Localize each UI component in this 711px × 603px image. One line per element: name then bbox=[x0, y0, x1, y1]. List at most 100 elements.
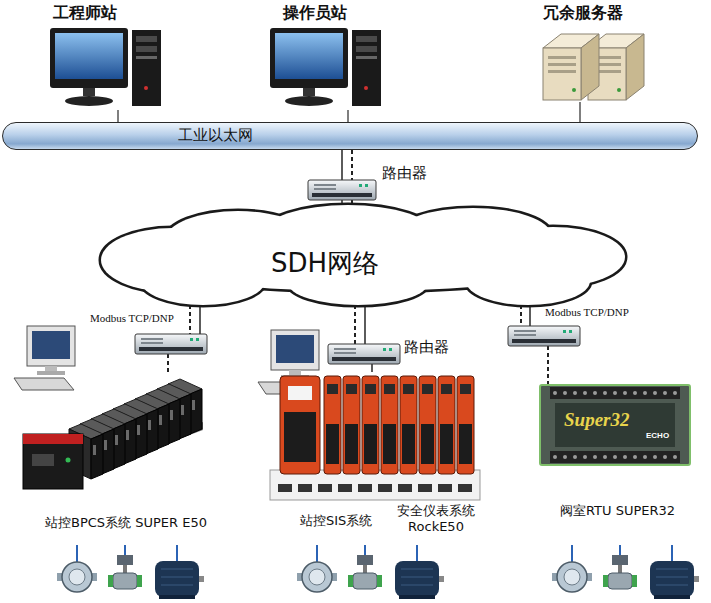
shape-circle bbox=[593, 455, 597, 459]
router-drawing bbox=[508, 326, 580, 346]
shape-circle bbox=[617, 88, 621, 92]
shape-circle bbox=[573, 391, 577, 395]
shape-rect bbox=[555, 403, 675, 447]
server-pair-drawing bbox=[543, 34, 644, 100]
router-label: 路由器 bbox=[382, 164, 427, 182]
shape-polygon bbox=[146, 409, 158, 454]
router-shape bbox=[508, 326, 580, 346]
shape-circle bbox=[653, 391, 657, 395]
shape-circle bbox=[66, 458, 71, 463]
shape-rect bbox=[148, 420, 151, 430]
shape-rect bbox=[365, 384, 376, 394]
router-drawing bbox=[135, 334, 207, 354]
shape-polygon bbox=[581, 34, 599, 100]
rtu-board-drawing bbox=[540, 385, 690, 465]
link-stroke bbox=[167, 354, 169, 372]
shape-rect bbox=[540, 385, 690, 465]
shape-ellipse bbox=[285, 96, 333, 106]
shape-rect bbox=[314, 188, 336, 190]
device-label: 站控SIS系统 bbox=[300, 513, 372, 529]
shape-rect bbox=[83, 88, 95, 96]
shape-ellipse bbox=[466, 257, 590, 305]
link-stroke bbox=[354, 305, 356, 344]
shape-rect bbox=[196, 338, 199, 341]
shape-rect bbox=[23, 434, 83, 444]
shape-rect bbox=[141, 342, 163, 344]
router-shape bbox=[135, 334, 207, 354]
shape-rect bbox=[457, 376, 474, 474]
protocol-label: Modbus TCP/DNP bbox=[545, 306, 629, 319]
link-stroke bbox=[117, 110, 119, 122]
shape-rect bbox=[343, 376, 360, 474]
shape-rect bbox=[438, 376, 455, 474]
shape-rect bbox=[352, 30, 381, 106]
shape-rect bbox=[190, 338, 193, 341]
shape-rect bbox=[308, 180, 376, 200]
network-cloud-drawing bbox=[101, 205, 625, 305]
link-stroke bbox=[341, 150, 343, 180]
shape-rect bbox=[170, 410, 173, 420]
shape-rect bbox=[362, 376, 379, 474]
rtu-board: Super32ECHO阀室RTU SUPER32 bbox=[540, 385, 690, 465]
shape-rect bbox=[345, 424, 358, 464]
shape-circle bbox=[553, 391, 557, 395]
shape-circle bbox=[673, 391, 677, 395]
shape-rect bbox=[159, 415, 162, 425]
shape-rect bbox=[459, 424, 472, 464]
shape-ellipse bbox=[65, 96, 113, 106]
shape-circle bbox=[583, 455, 587, 459]
shape-rect bbox=[23, 434, 83, 489]
shape-rect bbox=[378, 484, 392, 492]
shape-circle bbox=[643, 455, 647, 459]
shape-rect bbox=[139, 347, 203, 351]
shape-rect bbox=[115, 435, 118, 445]
shape-rect bbox=[314, 184, 336, 186]
shape-rect bbox=[569, 330, 572, 333]
shape-rect bbox=[326, 424, 339, 464]
shape-circle bbox=[553, 455, 557, 459]
shape-polygon bbox=[157, 404, 169, 449]
shape-rect bbox=[132, 30, 161, 106]
shape-circle bbox=[563, 455, 567, 459]
shape-rect bbox=[303, 88, 315, 96]
station-label: 冗余服务器 bbox=[543, 3, 623, 22]
station-label: 工程师站 bbox=[53, 3, 117, 22]
control-rack-shape bbox=[18, 372, 203, 502]
protocol-label: Modbus TCP/DNP bbox=[90, 312, 174, 325]
shape-rect bbox=[50, 28, 128, 88]
shape-rect bbox=[359, 184, 362, 187]
computer-station-drawing bbox=[50, 28, 161, 106]
link-stroke bbox=[547, 346, 549, 385]
link-line bbox=[580, 102, 581, 122]
shape-circle bbox=[653, 455, 657, 459]
computer-station-shape bbox=[50, 28, 162, 110]
shape-rect bbox=[383, 424, 396, 464]
shape-rect bbox=[32, 454, 54, 466]
station-label: 操作员站 bbox=[283, 3, 347, 22]
shape-circle bbox=[623, 391, 627, 395]
shape-rect bbox=[384, 384, 395, 394]
shape-polygon bbox=[626, 34, 644, 100]
shape-rect bbox=[441, 384, 452, 394]
shape-circle bbox=[603, 391, 607, 395]
shape-ellipse bbox=[466, 257, 590, 305]
shape-rect bbox=[136, 36, 157, 42]
shape-circle bbox=[633, 391, 637, 395]
shape-rect bbox=[318, 484, 332, 492]
workstation-icon bbox=[14, 326, 75, 390]
shape-rect bbox=[104, 440, 107, 450]
shape-rect bbox=[137, 425, 140, 435]
safety-rack-drawing bbox=[270, 376, 480, 500]
shape-ellipse bbox=[141, 257, 265, 305]
shape-rect bbox=[365, 184, 368, 187]
link-line bbox=[118, 110, 119, 122]
shape-circle bbox=[673, 455, 677, 459]
shape-rect bbox=[358, 484, 372, 492]
shape-rect bbox=[512, 339, 576, 343]
shape-rect bbox=[298, 484, 312, 492]
shape-rect bbox=[389, 348, 392, 351]
field-instruments bbox=[552, 545, 699, 599]
control-rack-drawing bbox=[23, 379, 203, 489]
shape-rect bbox=[458, 484, 472, 492]
shape-rect bbox=[327, 384, 338, 394]
